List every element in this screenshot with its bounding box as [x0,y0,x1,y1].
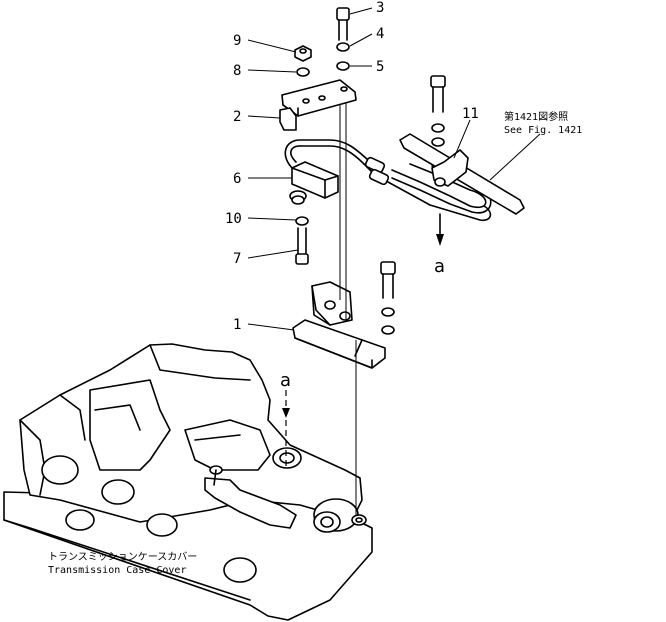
label-9: 9 [233,33,241,49]
label-7: 7 [233,251,241,267]
clamp-11-bolt [430,75,446,147]
washer-10 [295,216,309,226]
label-3: 3 [376,0,384,16]
clamp-11 [399,133,525,215]
label-10: 10 [225,211,242,227]
wire-harness [284,139,492,222]
case-cover-english: Transmission Case Cover [48,565,186,576]
label-4: 4 [376,26,384,42]
bolt-3 [336,7,350,41]
label-8: 8 [233,63,241,79]
washer-4 [336,42,350,52]
label-2: 2 [233,109,241,125]
nut-9 [294,45,312,62]
ref-a-lower: a [280,370,291,391]
bracket-1-bolt [380,261,396,335]
washer-8 [296,67,310,77]
arrow-a-lower [282,408,290,418]
ref-a-upper: a [434,256,445,277]
bracket-2 [279,79,357,131]
bolt-7 [295,227,309,265]
arrow-a-upper [436,213,444,246]
switch-6 [289,161,339,205]
see-note-japanese: 第1421図参照 [504,110,568,123]
transmission-case-cover [3,343,373,621]
leader-lines [247,7,541,331]
label-11: 11 [462,106,479,122]
label-6: 6 [233,171,241,187]
case-cover-japanese: トランスミッションケースカバー [48,551,197,563]
label-1: 1 [233,317,241,333]
washer-5 [336,61,350,71]
bracket-1 [292,281,386,369]
see-note-english: See Fig. 1421 [504,125,582,136]
label-5: 5 [376,59,384,75]
